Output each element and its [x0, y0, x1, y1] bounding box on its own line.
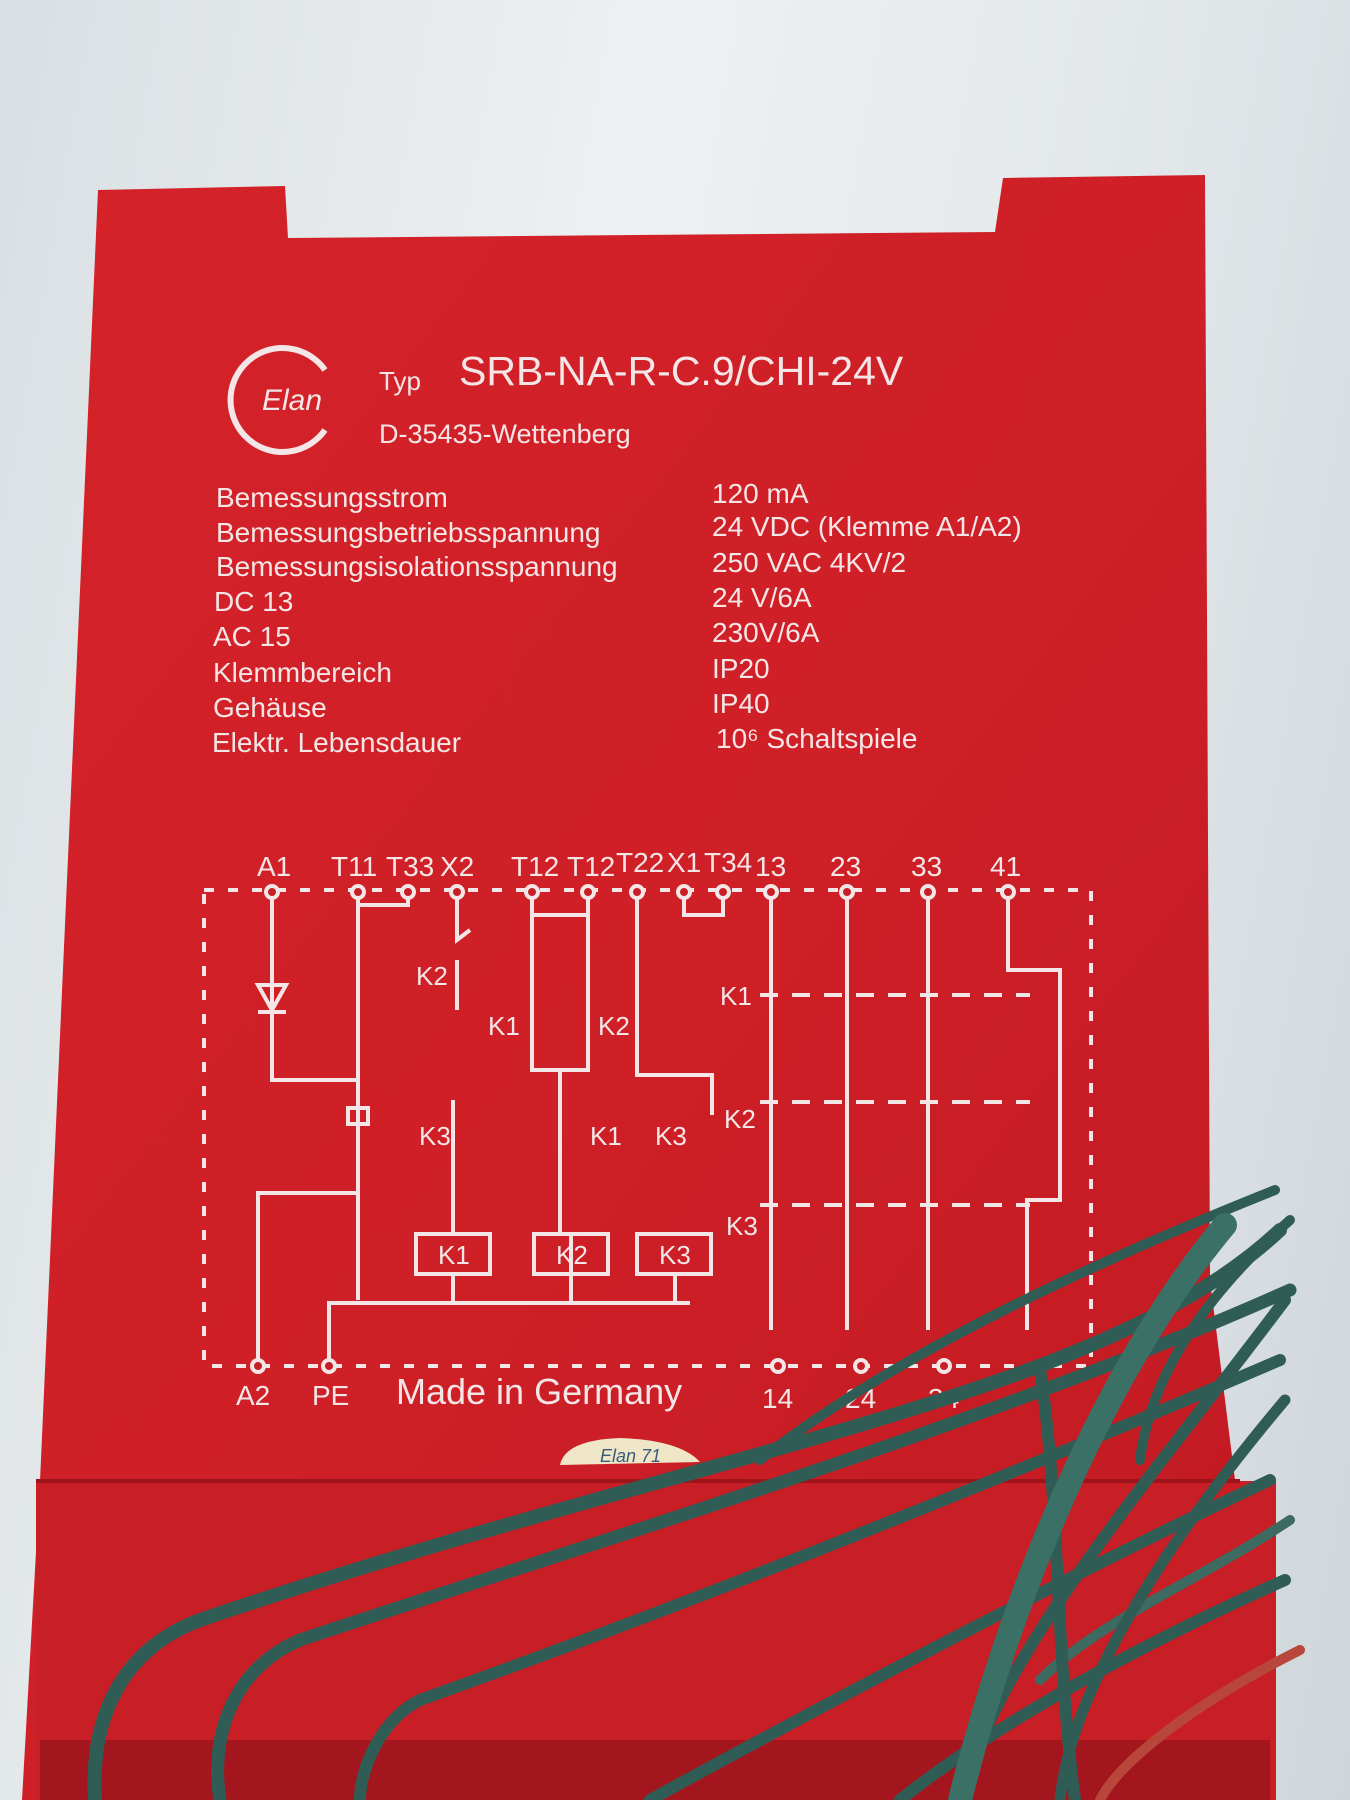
- svg-text:23: 23: [830, 851, 861, 882]
- svg-text:K1: K1: [590, 1121, 622, 1151]
- svg-text:Gehäuse: Gehäuse: [213, 692, 327, 723]
- svg-text:T11: T11: [331, 851, 377, 882]
- svg-text:120 mA: 120 mA: [712, 478, 809, 509]
- svg-text:10⁶ Schaltspiele: 10⁶ Schaltspiele: [716, 723, 917, 754]
- svg-text:K2: K2: [598, 1011, 630, 1041]
- elan-logo: Elan: [227, 345, 328, 455]
- svg-text:K2: K2: [416, 961, 448, 991]
- svg-text:33: 33: [911, 851, 942, 882]
- svg-text:A1: A1: [257, 851, 291, 882]
- svg-text:24 VDC (Klemme A1/A2): 24 VDC (Klemme A1/A2): [712, 511, 1022, 542]
- svg-text:K3: K3: [419, 1121, 451, 1151]
- svg-text:T33: T33: [386, 851, 434, 882]
- made-in-germany: Made in Germany: [396, 1371, 682, 1412]
- svg-text:K1: K1: [720, 981, 752, 1011]
- svg-text:K2: K2: [556, 1240, 588, 1270]
- spec-table: Bemessungsstrom 120 mA Bemessungsbetriebs…: [212, 478, 1022, 758]
- svg-text:24 V/6A: 24 V/6A: [712, 582, 812, 613]
- manufacturer-address: D-35435-Wettenberg: [379, 419, 631, 449]
- svg-text:230V/6A: 230V/6A: [712, 617, 820, 648]
- svg-text:Elan: Elan: [262, 384, 322, 417]
- svg-text:Bemessungsstrom: Bemessungsstrom: [216, 482, 448, 513]
- svg-text:T12: T12: [567, 851, 615, 882]
- svg-text:K3: K3: [726, 1211, 758, 1241]
- svg-text:14: 14: [762, 1383, 793, 1414]
- svg-text:IP40: IP40: [712, 688, 770, 719]
- svg-text:T12: T12: [511, 851, 559, 882]
- svg-text:X1: X1: [667, 847, 701, 878]
- svg-text:K1: K1: [438, 1240, 470, 1270]
- contact-labels: K2 K3 K1 K2 K1 K3 K1 K2 K3 K1 K2 K3: [416, 961, 758, 1270]
- svg-text:K3: K3: [659, 1240, 691, 1270]
- svg-text:T34: T34: [704, 847, 752, 878]
- svg-text:K3: K3: [655, 1121, 687, 1151]
- model-number: SRB-NA-R-C.9/CHI-24V: [459, 348, 904, 394]
- svg-text:PE: PE: [312, 1380, 349, 1411]
- svg-text:Elektr. Lebensdauer: Elektr. Lebensdauer: [212, 727, 461, 758]
- svg-text:Bemessungsbetriebsspannung: Bemessungsbetriebsspannung: [216, 517, 600, 548]
- green-wires: [87, 1185, 1305, 1800]
- svg-text:T22: T22: [616, 847, 664, 878]
- type-prefix: Typ: [379, 366, 421, 396]
- svg-text:DC 13: DC 13: [214, 586, 293, 617]
- quality-sticker: Elan 71: [560, 1438, 700, 1466]
- svg-text:Bemessungsisolationsspannung: Bemessungsisolationsspannung: [216, 551, 618, 582]
- svg-text:K1: K1: [488, 1011, 520, 1041]
- svg-text:Elan 71: Elan 71: [600, 1446, 661, 1466]
- terminal-labels-top: A1 T11 T33 X2 T12 T12 T22 X1 T34 13 23 3…: [257, 847, 1021, 882]
- svg-text:K2: K2: [724, 1104, 756, 1134]
- svg-text:X2: X2: [440, 851, 474, 882]
- svg-text:250 VAC 4KV/2: 250 VAC 4KV/2: [712, 547, 906, 578]
- svg-text:A2: A2: [236, 1380, 270, 1411]
- wiring-schematic: [202, 884, 1093, 1374]
- svg-text:41: 41: [990, 851, 1021, 882]
- svg-text:Klemmbereich: Klemmbereich: [213, 657, 392, 688]
- svg-text:13: 13: [755, 851, 786, 882]
- svg-text:AC 15: AC 15: [213, 621, 291, 652]
- svg-text:IP20: IP20: [712, 653, 770, 684]
